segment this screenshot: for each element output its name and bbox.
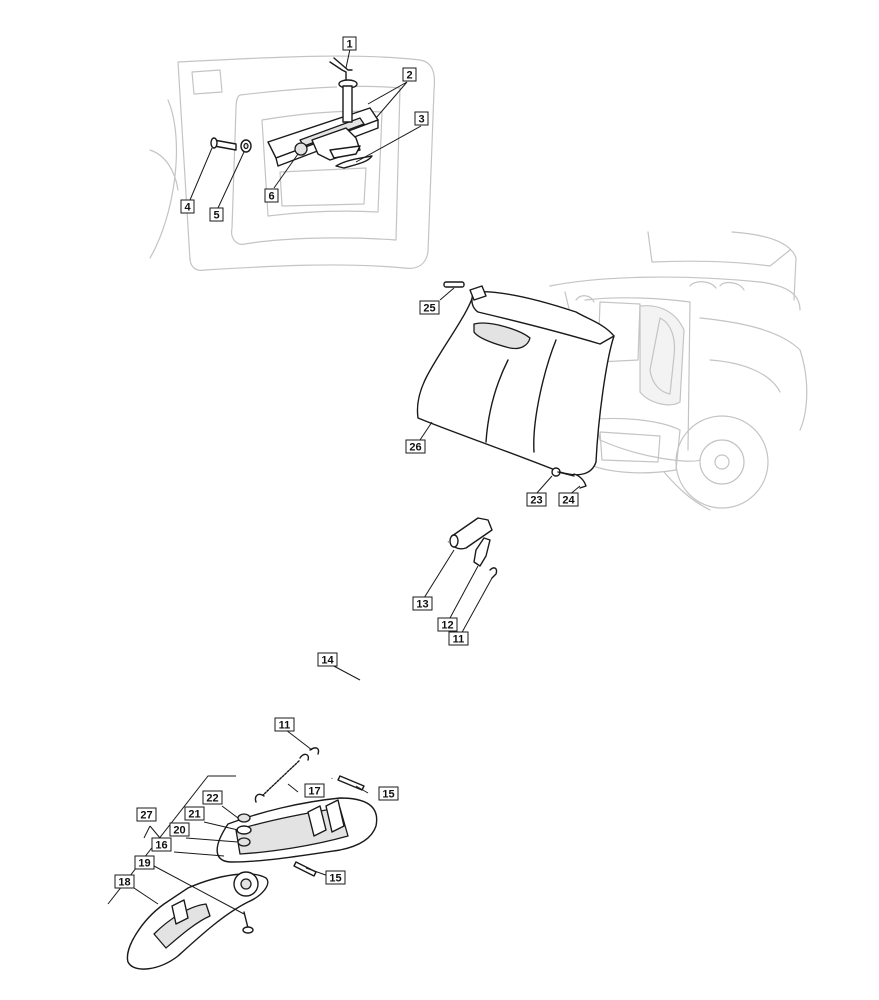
callout-label: 26 (405, 439, 426, 454)
callout-label: 19 (134, 855, 155, 870)
svg-text:26: 26 (409, 442, 421, 454)
callout-label: 16 (151, 837, 172, 852)
svg-text:12: 12 (441, 620, 453, 632)
svg-text:16: 16 (155, 840, 167, 852)
svg-text:18: 18 (118, 877, 130, 889)
tractor-ghost (549, 231, 808, 511)
svg-text:14: 14 (321, 655, 334, 667)
callout-label: 4 (180, 199, 195, 214)
lever-assembly (254, 517, 498, 803)
callout-label: 18 (114, 874, 135, 889)
callout-label: 6 (264, 188, 279, 203)
svg-text:25: 25 (423, 303, 435, 315)
callout-label: 11 (448, 631, 469, 646)
svg-text:22: 22 (206, 793, 218, 805)
rear-panel-ghost (149, 55, 436, 271)
svg-text:19: 19 (138, 858, 150, 870)
svg-text:13: 13 (416, 599, 428, 611)
callout-label: 17 (304, 783, 325, 798)
leader-lines (133, 48, 581, 915)
callout-label: 13 (412, 596, 433, 611)
callout-label: 5 (209, 207, 224, 222)
callout-label: 23 (526, 492, 547, 507)
svg-text:6: 6 (268, 191, 274, 203)
svg-text:20: 20 (173, 825, 185, 837)
svg-text:15: 15 (382, 789, 394, 801)
svg-text:11: 11 (453, 634, 465, 646)
callout-label: 2 (402, 67, 417, 82)
svg-text:15: 15 (329, 873, 341, 885)
svg-text:11: 11 (279, 720, 291, 732)
svg-text:24: 24 (562, 495, 575, 507)
svg-text:27: 27 (140, 810, 152, 822)
svg-text:4: 4 (184, 202, 191, 214)
callout-label: 11 (274, 717, 295, 732)
callout-label: 3 (414, 111, 429, 126)
svg-text:2: 2 (406, 70, 412, 82)
svg-text:5: 5 (213, 210, 219, 222)
callout-label: 27 (136, 807, 157, 822)
callout-label: 15 (325, 870, 346, 885)
callout-label: 20 (169, 822, 190, 837)
callout-label: 12 (437, 617, 458, 632)
svg-text:21: 21 (188, 809, 200, 821)
grass-deflector (416, 281, 615, 489)
callout-label: 1 (342, 36, 357, 51)
bracket-plates (107, 775, 378, 970)
bracket-assembly (210, 57, 379, 169)
callout-label: 22 (202, 790, 223, 805)
callout-label: 14 (317, 652, 338, 667)
svg-text:23: 23 (530, 495, 542, 507)
svg-text:1: 1 (346, 39, 352, 51)
callout-label: 24 (558, 492, 579, 507)
callout-label: 25 (419, 300, 440, 315)
svg-text:17: 17 (308, 786, 320, 798)
callout-label: 15 (378, 786, 399, 801)
callout-label: 21 (184, 806, 205, 821)
svg-text:3: 3 (418, 114, 424, 126)
